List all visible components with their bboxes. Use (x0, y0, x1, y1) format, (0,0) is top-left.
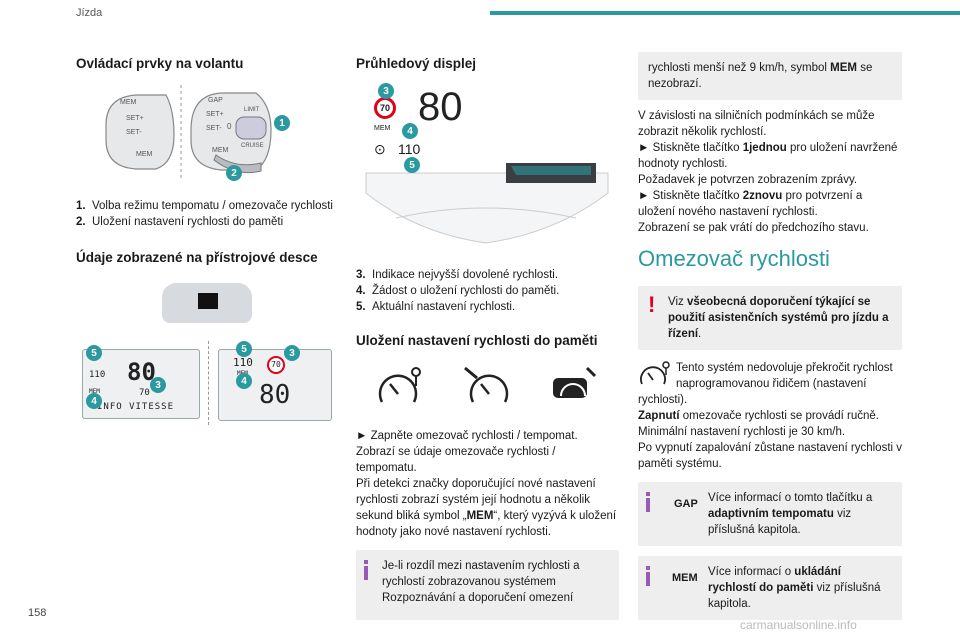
warning-icon: ! (648, 292, 656, 317)
hud-limit-sign: 70 (374, 97, 396, 119)
callout-1: 1 (274, 115, 290, 131)
hud-mem: MEM (374, 125, 391, 132)
page-number: 158 (28, 607, 47, 619)
heading-steering-controls: Ovládací prvky na volantu (76, 56, 244, 71)
section-title-speed-limiter: Omezovač rychlosti (638, 246, 830, 271)
instrument-displays: 80 110 MEM 70 INFO VITESSE 5 4 3 110 MEM… (76, 341, 338, 431)
lcd-right: 110 MEM 70 80 (218, 349, 332, 421)
info-note-memorise: Je-li rozdíl mezi nastavením rychlosti a… (356, 550, 619, 620)
heading-instrument-display: Údaje zobrazené na přístrojové desce (76, 250, 318, 265)
stalk-label-zero: 0 (227, 122, 232, 131)
limiter-description: Tento systém nedovoluje překročit rychlo… (638, 360, 902, 472)
lcd-right-speed: 80 (259, 380, 291, 410)
gap-icon: GAP (674, 498, 698, 510)
section-label: Jízda (76, 7, 103, 19)
memorise-icons (356, 364, 619, 414)
stalk-label-mem-2: MEM (136, 151, 153, 158)
steering-stalk-illustration: MEM SET+ SET- MEM GAP LIMIT 0 CRUISE SET… (96, 85, 296, 181)
step-press-again: ► Stiskněte tlačítko 2znovu pro potvrzen… (638, 190, 863, 218)
hud-drawing (365, 163, 609, 244)
limiter-p2: Zapnutí omezovače rychlosti se provádí r… (638, 410, 879, 422)
limiter-p4: Po vypnutí zapalování zůstane nastavení … (638, 442, 903, 470)
heading-memorise-speed: Uložení nastavení rychlosti do paměti (356, 333, 598, 348)
hud-set: 110 (398, 141, 421, 157)
stalk-label-gap: GAP (208, 97, 223, 104)
callout-4-right: 4 (236, 373, 252, 389)
stalk-label-set-plus-right: SET+ (206, 111, 224, 118)
memorise-step-1: ► Zapněte omezovač rychlosti / tempomat. (356, 430, 578, 442)
legend-item: 3.Indikace nejvyšší dovolené rychlosti. (356, 269, 559, 281)
legend-item: 2.Uložení nastavení rychlosti do paměti (76, 216, 284, 228)
callout-2: 2 (226, 165, 242, 181)
column-3: rychlosti menší než 9 km/h, symbol MEM s… (638, 52, 902, 620)
hud-illustration: 70 80 MEM ⊙ 110 3 4 5 (356, 83, 619, 251)
watermark: carmanualsonline.info (740, 618, 857, 632)
speed-limiter-icon (640, 361, 670, 385)
header-accent-bar (490, 11, 960, 15)
callout-5-right: 5 (236, 341, 252, 357)
stalk-label-mem: MEM (120, 99, 137, 106)
lcd-right-set: 110 (233, 356, 253, 369)
column-2: Průhledový displej 70 80 MEM ⊙ 110 3 4 5… (356, 56, 619, 620)
lcd-left: 80 110 MEM 70 INFO VITESSE (82, 349, 200, 419)
stalk-label-cruise: CRUISE (241, 143, 264, 149)
confirm-message: Požadavek je potvrzen zobrazením zprávy. (638, 174, 858, 186)
stalk-label-set-minus: SET- (126, 129, 142, 136)
mem-icon: MEM (672, 572, 698, 584)
info-note-continued: rychlosti menší než 9 km/h, symbol MEM s… (638, 52, 902, 100)
display-separator (208, 341, 209, 425)
stalk-label-set-minus-right: SET- (206, 125, 222, 132)
memorise-p2: Zobrazí se údaje omezovače rychlosti / t… (356, 446, 556, 474)
speedometer-pin-icon (378, 367, 421, 403)
speedometer-icon: ⊙ (374, 141, 386, 157)
hud-speed: 80 (418, 85, 463, 129)
info-icon (646, 492, 652, 512)
instrument-cluster-icon (162, 283, 252, 323)
stalk-label-set-plus: SET+ (126, 115, 144, 122)
return-previous: Zobrazení se pak vrátí do předchozího st… (638, 222, 869, 234)
speedometer-arrow-icon (463, 366, 508, 403)
info-note-text: Je-li rozdíl mezi nastavením rychlosti a… (382, 560, 580, 604)
lcd-right-limit-sign: 70 (267, 356, 285, 374)
callout-3-right: 3 (284, 345, 300, 361)
warning-note: ! Viz všeobecná doporučení týkající se p… (638, 286, 902, 350)
info-note-gap: GAP Více informací o tomto tlačítku a ad… (638, 482, 902, 546)
heading-hud: Průhledový displej (356, 56, 477, 71)
several-speeds: V závislosti na silničních podmínkách se… (638, 110, 875, 138)
lcd-left-info: INFO VITESSE (97, 402, 175, 412)
limiter-p1: Tento systém nedovoluje překročit rychlo… (638, 362, 893, 406)
lcd-left-set: 110 (89, 370, 106, 380)
legend-item: 4.Žádost o uložení rychlosti do paměti. (356, 285, 560, 297)
info-icon (364, 560, 370, 580)
legend-item: 1.Volba režimu tempomatu / omezovače ryc… (76, 200, 333, 212)
step-press-once: ► Stiskněte tlačítko 1jednou pro uložení… (638, 142, 898, 170)
memorise-p3: Při detekci značky doporučující nové nas… (356, 478, 617, 538)
callout-4: 4 (86, 393, 102, 409)
callout-5-hud: 5 (404, 157, 420, 173)
stalk-label-limit: LIMIT (244, 107, 260, 113)
info-icon (646, 566, 652, 586)
info-note-mem: MEM Více informací o ukládání rychlostí … (638, 556, 902, 620)
lcd-left-limit: 70 (139, 388, 150, 398)
callout-3: 3 (150, 377, 166, 393)
callout-3-hud: 3 (378, 83, 394, 99)
lcd-left-mem: MEM (89, 388, 100, 395)
stalk-label-mem-right: MEM (212, 147, 229, 154)
legend-item: 5.Aktuální nastavení rychlosti. (356, 301, 516, 313)
stalk-legend: 1.Volba režimu tempomatu / omezovače ryc… (76, 198, 338, 230)
hud-legend: 3.Indikace nejvyšší dovolené rychlosti. … (356, 267, 619, 315)
limiter-p3: Minimální nastavení rychlosti je 30 km/h… (638, 426, 846, 438)
stalk-drawing (105, 85, 272, 180)
callout-5: 5 (86, 345, 102, 361)
column-1: Ovládací prvky na volantu MEM SET+ SET- … (76, 56, 338, 431)
callout-4-hud: 4 (402, 123, 418, 139)
car-speed-icon (553, 366, 597, 398)
